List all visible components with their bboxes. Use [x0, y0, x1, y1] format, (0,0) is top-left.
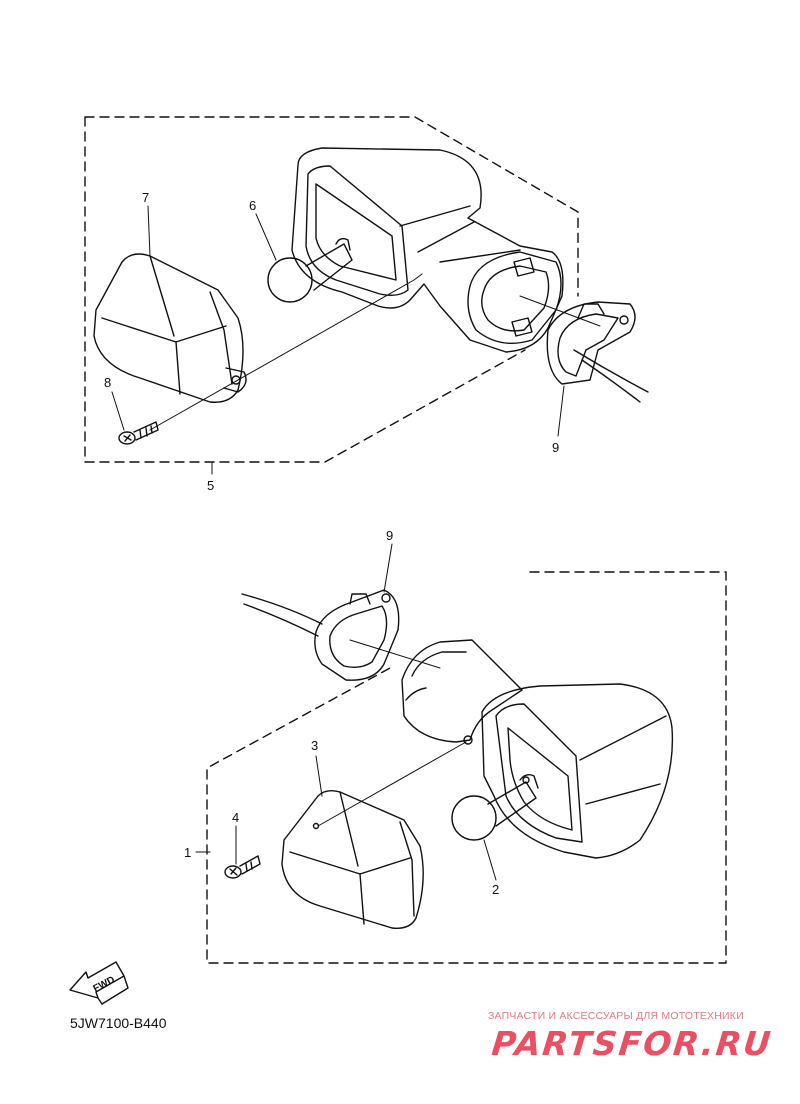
callout-6: 6 [249, 198, 256, 213]
upper-lens [93, 253, 247, 403]
callout-2: 2 [492, 882, 499, 897]
upper-lens-tab [223, 367, 247, 393]
callout-1: 1 [184, 845, 191, 860]
callout-7: 7 [142, 190, 149, 205]
lower-group-frame [206, 571, 727, 964]
watermark-logo: PARTSFOR.RU [489, 1024, 775, 1063]
lower-screw [224, 855, 261, 879]
lower-grommet [314, 589, 400, 681]
callout-4: 4 [232, 810, 239, 825]
callout-9-bottom: 9 [386, 528, 393, 543]
callout-3: 3 [311, 738, 318, 753]
leader-2 [483, 839, 497, 881]
upper-bulb [267, 237, 353, 303]
leader-7 [147, 205, 151, 257]
upper-assembly [84, 116, 649, 475]
upper-axis-line-2 [519, 295, 601, 327]
upper-housing-rim [305, 165, 409, 297]
lower-wire [241, 593, 323, 637]
leader-9-bottom [383, 543, 393, 593]
lower-housing-stem [401, 639, 523, 743]
lower-housing-hole [463, 735, 473, 745]
lower-axis-line [349, 639, 441, 669]
lower-lens [281, 789, 424, 929]
lower-housing-stem-ring [405, 651, 467, 701]
lower-housing-ridge [579, 715, 667, 805]
lower-bulb [451, 773, 539, 841]
lower-housing-rim [495, 703, 583, 843]
callout-9-top: 9 [552, 440, 559, 455]
upper-screw [118, 421, 159, 445]
upper-group-frame [84, 116, 579, 463]
leader-6 [255, 213, 277, 261]
upper-housing-inner [315, 183, 397, 281]
upper-stem-ring-inner [481, 265, 550, 332]
leader-9-top [557, 385, 565, 437]
fwd-arrow-icon: FWD [69, 961, 129, 1005]
diagram-code: 5JW7100-B440 [70, 1015, 167, 1031]
lower-axis-line-2 [317, 741, 467, 827]
callout-8: 8 [104, 375, 111, 390]
lower-housing-inner [507, 727, 573, 831]
callout-5: 5 [207, 478, 214, 493]
leader-3 [315, 755, 323, 797]
upper-housing-ridge [399, 205, 521, 263]
watermark-tagline: ЗАПЧАСТИ И АКСЕССУАРЫ ДЛЯ МОТОТЕХНИКИ [488, 1010, 744, 1022]
upper-wire [573, 349, 649, 403]
upper-axis-line [149, 273, 423, 431]
leader-8 [111, 391, 125, 431]
lower-assembly [195, 543, 727, 964]
upper-grommet [546, 301, 636, 385]
lower-housing-body [481, 683, 674, 859]
upper-housing [291, 147, 564, 353]
upper-stem-slot [511, 257, 535, 337]
